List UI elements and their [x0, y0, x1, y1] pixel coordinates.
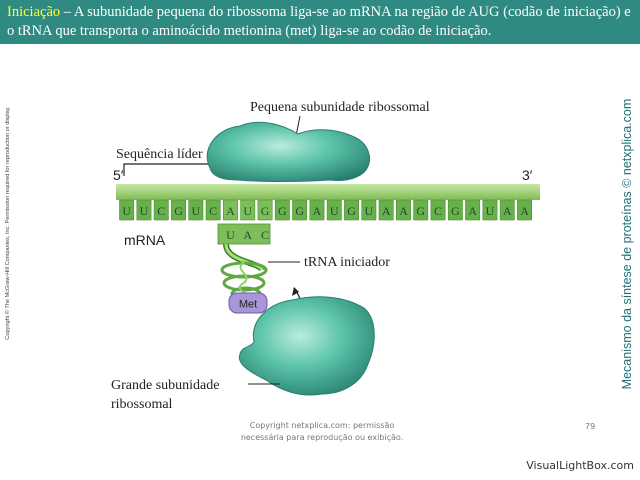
nucleotide-label-5: C [209, 204, 217, 218]
slide-title: Iniciação – A subunidade pequena do ribo… [0, 0, 640, 44]
nucleotide-14 [361, 199, 377, 221]
small-ribosomal-subunit [206, 121, 370, 182]
five-prime-label: 5′ [113, 167, 124, 183]
nucleotide-label-7: U [243, 204, 252, 218]
nucleotide-label-16: A [399, 204, 408, 218]
nucleotide-1 [136, 199, 152, 221]
nucleotide-label-18: C [434, 204, 442, 218]
nucleotide-label-17: G [416, 204, 425, 218]
nucleotide-23 [517, 199, 533, 221]
leader-sequence-label: Sequência líder [116, 147, 203, 162]
nucleotide-5 [205, 199, 221, 221]
nucleotide-label-15: A [382, 204, 391, 218]
mrna-backbone [116, 184, 540, 200]
nucleotide-8 [257, 199, 273, 221]
nucleotide-12 [326, 199, 342, 221]
large-subunit-label-line1: Grande subunidade [111, 378, 219, 393]
large-subunit-label-line2: ribossomal [111, 397, 173, 412]
nucleotide-7 [240, 199, 256, 221]
footer-line-1: Copyright netxplica.com: permissão [249, 421, 395, 430]
anticodon-base-2: C [261, 228, 269, 242]
nucleotide-label-0: U [122, 204, 131, 218]
nucleotide-label-6: A [226, 204, 235, 218]
nucleotide-label-10: G [295, 204, 304, 218]
nucleotide-label-14: U [365, 204, 374, 218]
nucleotide-label-3: G [174, 204, 183, 218]
nucleotide-15 [378, 199, 394, 221]
nucleotide-label-12: U [330, 204, 339, 218]
footer-copyright: Copyright netxplica.com: permissão neces… [222, 420, 422, 444]
nucleotide-4 [188, 199, 204, 221]
nucleotide-10 [292, 199, 308, 221]
nucleotide-label-22: A [503, 204, 512, 218]
small-subunit-label: Pequena subunidade ribossomal [250, 100, 430, 115]
nucleotide-19 [447, 199, 463, 221]
nucleotide-0 [119, 199, 135, 221]
large-ribosomal-subunit [238, 296, 375, 396]
nucleotide-3 [171, 199, 186, 221]
nucleotide-label-9: G [278, 204, 287, 218]
methionine: Met [228, 292, 268, 314]
page-number: 79 [585, 422, 596, 431]
watermark: VisualLightBox.com [526, 459, 634, 472]
nucleotide-6 [223, 199, 238, 221]
nucleotide-18 [430, 199, 446, 221]
title-text: – A subunidade pequena do ribossoma liga… [7, 4, 631, 39]
anticodon-base-0: U [226, 228, 235, 242]
footer-line-2: necessária para reprodução ou exibição. [240, 433, 404, 442]
nucleotide-13 [344, 199, 359, 221]
nucleotide-label-13: G [347, 204, 356, 218]
nucleotide-label-11: A [313, 204, 322, 218]
nucleotide-label-1: U [140, 204, 149, 218]
nucleotide-label-19: G [451, 204, 460, 218]
nucleotide-label-4: U [192, 204, 201, 218]
nucleotide-11 [309, 199, 325, 221]
trna-label: tRNA iniciador [304, 255, 390, 270]
met-label: Met [239, 299, 257, 311]
nucleotide-label-21: U [486, 204, 495, 218]
nucleotide-2 [153, 199, 169, 221]
nucleotide-label-20: A [468, 204, 477, 218]
nucleotide-label-2: C [157, 204, 165, 218]
translation-initiation-diagram: Pequena subunidade ribossomal Sequência … [111, 100, 540, 412]
arrow-head [292, 287, 299, 296]
anticodon-base-1: A [243, 228, 252, 242]
nucleotide-9 [274, 199, 290, 221]
nucleotide-label-8: G [261, 204, 270, 218]
nucleotide-17 [413, 199, 429, 221]
nucleotide-21 [482, 199, 498, 221]
mrna-label: mRNA [124, 232, 166, 248]
nucleotide-16 [395, 199, 411, 221]
title-highlight: Iniciação [7, 4, 61, 20]
nucleotide-22 [499, 199, 515, 221]
three-prime-label: 3′ [522, 167, 533, 183]
nucleotide-label-23: A [520, 204, 529, 218]
nucleotide-20 [465, 199, 481, 221]
